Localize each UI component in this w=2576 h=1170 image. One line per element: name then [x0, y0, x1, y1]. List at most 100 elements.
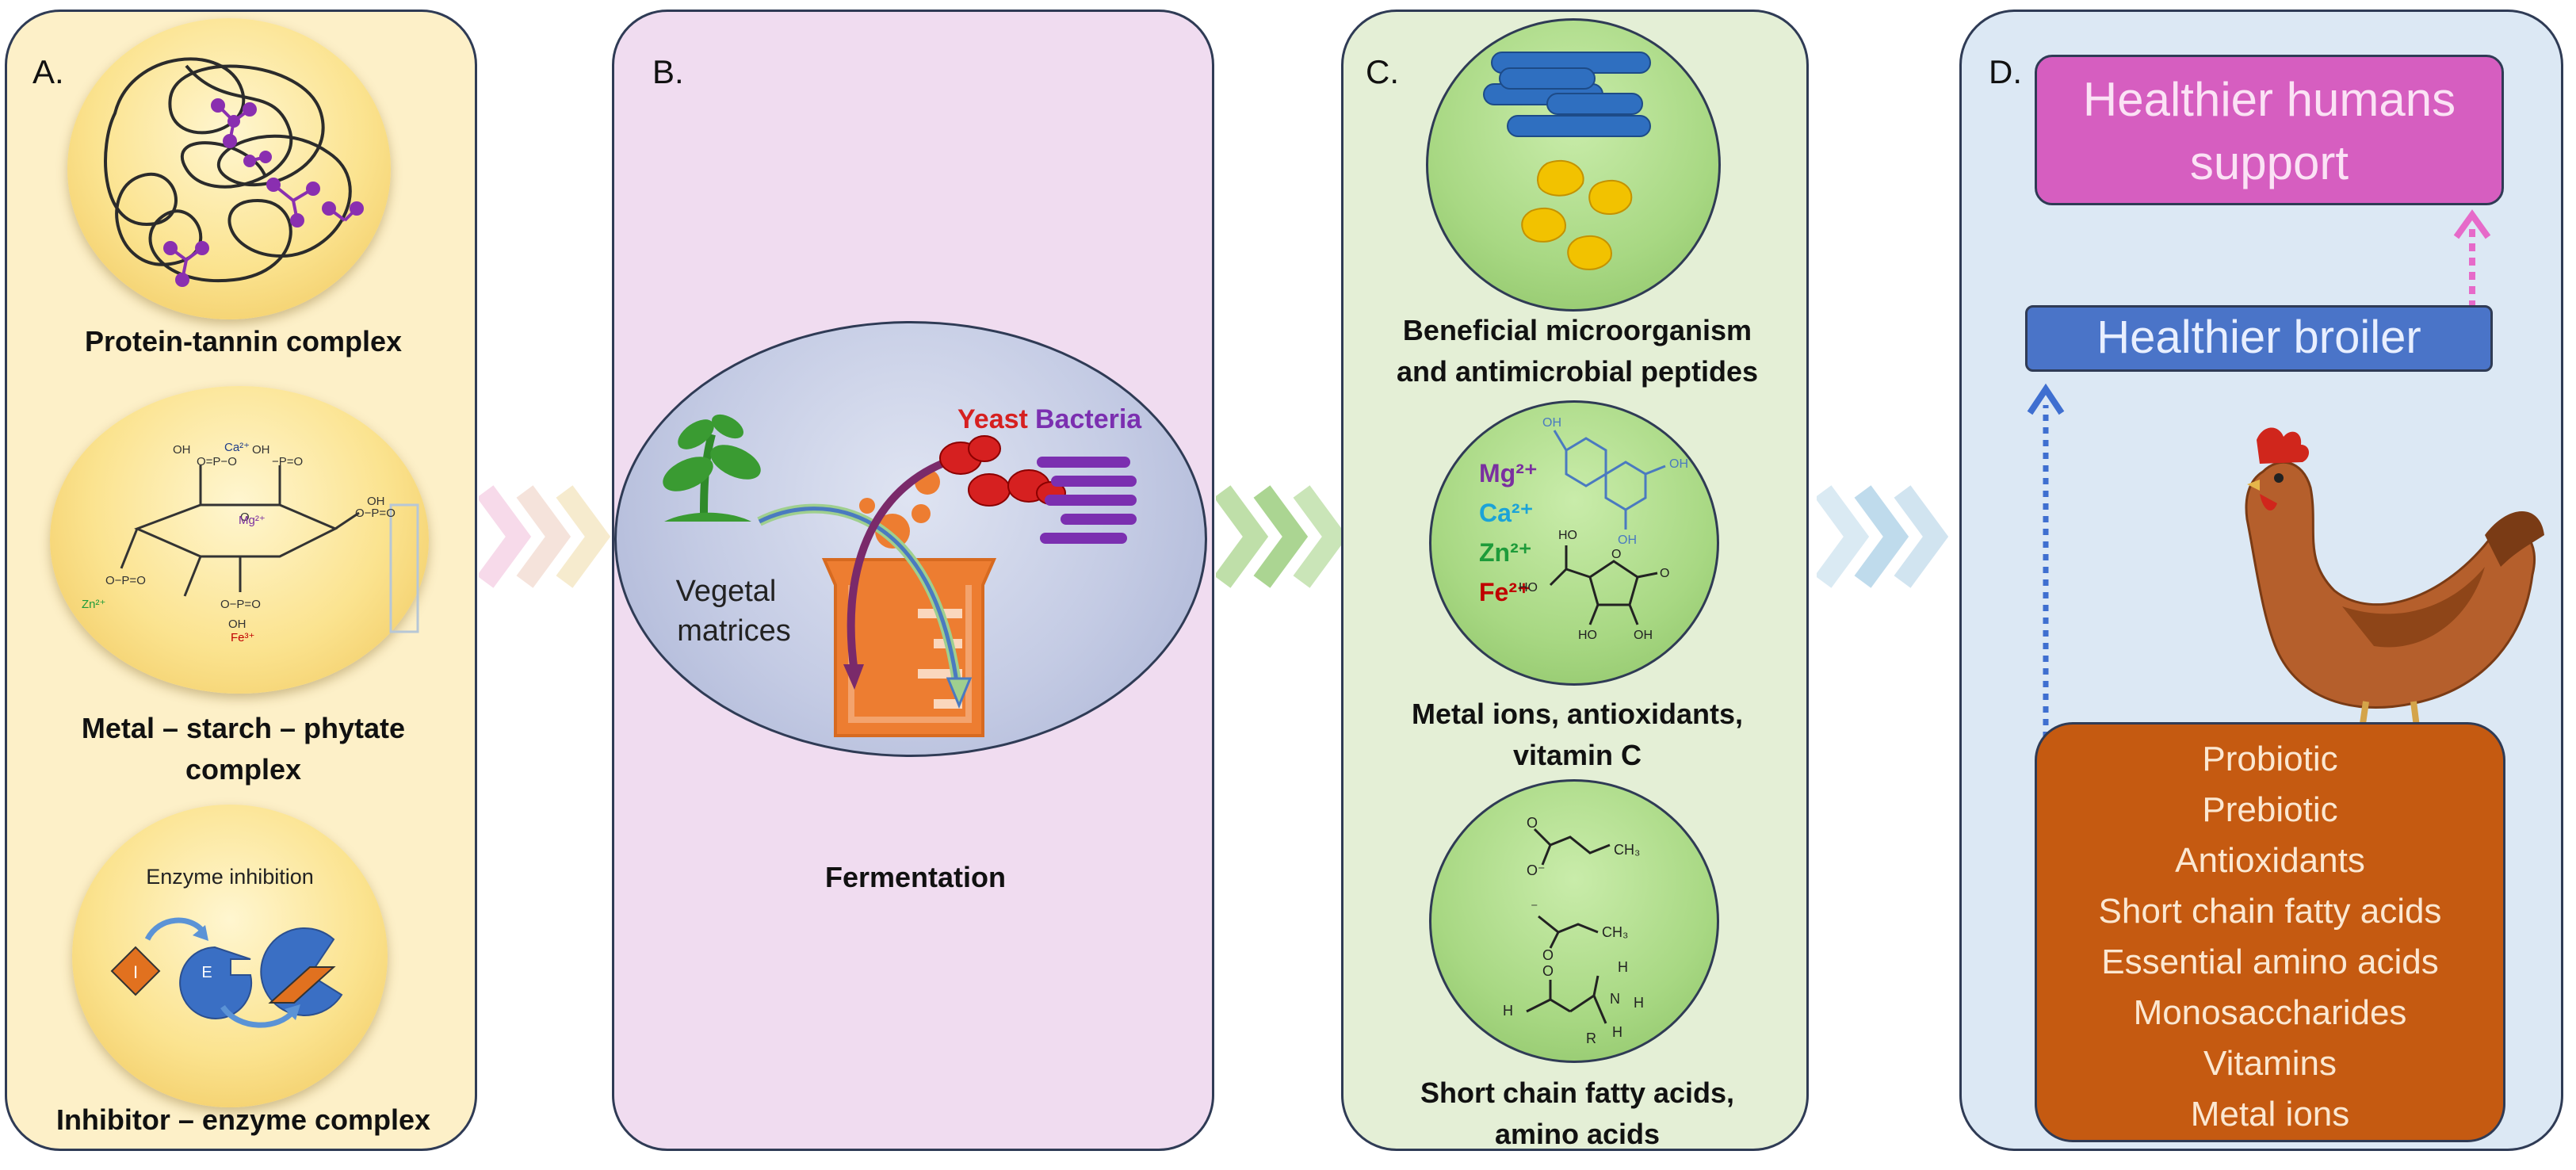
- microorganism-caption-line2: and antimicrobial peptides: [1396, 355, 1759, 388]
- svg-text:O−P=O: O−P=O: [355, 507, 396, 520]
- svg-text:O: O: [240, 510, 250, 524]
- svg-text:Zn²⁺: Zn²⁺: [82, 598, 105, 611]
- svg-text:R: R: [1586, 1030, 1596, 1046]
- svg-text:O−P=O: O−P=O: [220, 598, 261, 611]
- microorganism-icon: [1483, 52, 1651, 270]
- benefit-item: Probiotic: [2202, 740, 2338, 778]
- enzyme-caption: Inhibitor – enzyme complex: [55, 1103, 431, 1136]
- panel-a-letter: A.: [32, 53, 64, 90]
- svg-text:OH: OH: [367, 495, 385, 508]
- ascorbic-acid-icon: Mg²⁺ Ca²⁺ Zn²⁺ Fe²⁺ OH OH OH HO HO O O HO OH: [1479, 416, 1688, 642]
- panel-a: A. Protein-tannin complex: [5, 10, 477, 1151]
- benefit-item: Prebiotic: [2202, 790, 2338, 829]
- ion-fe: Fe²⁺: [1479, 578, 1531, 606]
- benefit-item: Essential amino acids: [2101, 942, 2439, 981]
- chevron-arrows-icon: [479, 485, 610, 588]
- microorganism-caption: Beneficial microorganism and antimicrobi…: [1343, 310, 1811, 392]
- svg-text:OH: OH: [1634, 629, 1653, 642]
- svg-text:O: O: [1611, 548, 1621, 561]
- svg-text:N: N: [1610, 991, 1620, 1007]
- svg-text:OH: OH: [228, 618, 247, 631]
- phytate-caption-line2: complex: [185, 753, 302, 786]
- svg-text:H: H: [1618, 959, 1628, 975]
- healthier-broiler-label: Healthier broiler: [2096, 312, 2421, 363]
- svg-text:HO: HO: [1558, 529, 1577, 542]
- scfa-caption: Short chain fatty acids, amino acids: [1343, 1072, 1811, 1155]
- enzyme-inhibition-icon: Enzyme inhibition I E: [110, 865, 343, 1028]
- enzyme-label: E: [201, 964, 212, 981]
- svg-text:H: H: [1612, 1024, 1622, 1040]
- healthier-broiler-box: Healthier broiler: [2025, 305, 2493, 372]
- svg-text:H: H: [1503, 1003, 1513, 1019]
- protein-tannin-icon: [104, 57, 364, 287]
- protein-tannin-caption: Protein-tannin complex: [84, 325, 403, 358]
- svg-text:OH: OH: [1669, 457, 1688, 471]
- ion-zn: Zn²⁺: [1479, 538, 1532, 567]
- svg-text:Fe³⁺: Fe³⁺: [231, 631, 254, 644]
- healthier-humans-box: Healthier humans support: [2035, 55, 2504, 205]
- arrow-up-blue-icon: [2027, 383, 2065, 1055]
- svg-text:OH: OH: [1542, 416, 1561, 430]
- fermentation-caption: Fermentation: [824, 861, 1007, 893]
- svg-text:HO: HO: [1519, 581, 1538, 595]
- svg-text:O: O: [1542, 947, 1554, 963]
- microorganism-caption-line1: Beneficial microorganism: [1402, 314, 1752, 346]
- svg-text:CH₃: CH₃: [1602, 924, 1628, 940]
- plant-icon: [663, 414, 761, 522]
- healthier-humans-line1: Healthier humans: [2082, 73, 2456, 126]
- bacteria-label: Bacteria: [1035, 404, 1142, 434]
- fermentation-illustration: Vegetal matrices: [663, 404, 1142, 737]
- benefit-item: Antioxidants: [2175, 841, 2365, 880]
- svg-text:OH: OH: [252, 443, 270, 457]
- protein-tannin-circle: [67, 18, 391, 319]
- metal-ions-caption: Metal ions, antioxidants, vitamin C: [1343, 694, 1811, 776]
- benefit-item: Short chain fatty acids: [2098, 892, 2442, 931]
- benefit-item: Metal ions: [2190, 1095, 2350, 1134]
- chevron-arrows-icon: [1817, 485, 1948, 588]
- panel-c-letter: C.: [1366, 53, 1399, 90]
- yeast-icon: [939, 435, 1066, 507]
- panel-c: C. Beneficial microorganism and antimicr…: [1341, 10, 1809, 1151]
- benefit-item: Monosaccharides: [2133, 993, 2407, 1032]
- vegetal-label-line1: Vegetal: [676, 575, 777, 608]
- metal-ions-caption-line1: Metal ions, antioxidants,: [1411, 698, 1744, 730]
- phytate-caption: Metal – starch – phytate complex: [7, 708, 480, 790]
- svg-text:⁻: ⁻: [1531, 900, 1538, 916]
- svg-text:CH₃: CH₃: [1614, 842, 1640, 858]
- healthier-humans-line2: support: [2189, 136, 2349, 189]
- ion-mg: Mg²⁺: [1479, 459, 1538, 488]
- metal-ions-caption-line2: vitamin C: [1512, 739, 1642, 771]
- phytate-caption-line1: Metal – starch – phytate: [81, 712, 406, 744]
- svg-text:H: H: [1634, 995, 1644, 1011]
- enzyme-circle: Enzyme inhibition I E: [72, 805, 388, 1107]
- metal-ions-circle: Mg²⁺ Ca²⁺ Zn²⁺ Fe²⁺ OH OH OH HO HO O O HO OH: [1429, 400, 1719, 686]
- panel-d: D. Healthier humans support Healthier br…: [1959, 10, 2563, 1151]
- inhibitor-label: I: [133, 962, 138, 982]
- bacteria-icon: [1037, 457, 1137, 544]
- microorganism-circle: [1426, 18, 1721, 312]
- benefits-box: Probiotic Prebiotic Antioxidants Short c…: [2035, 722, 2505, 1142]
- panel-b-letter: B.: [652, 53, 684, 90]
- svg-text:OH: OH: [1618, 533, 1637, 547]
- vegetal-label-line2: matrices: [677, 614, 791, 648]
- fermentation-circle: Vegetal matrices: [614, 321, 1207, 757]
- svg-text:O: O: [1527, 815, 1538, 831]
- panel-b: B. Vegetal matrices: [612, 10, 1214, 1151]
- yeast-label: Yeast: [957, 404, 1028, 434]
- scfa-caption-line2: amino acids: [1494, 1118, 1661, 1150]
- svg-text:HO: HO: [1578, 629, 1597, 642]
- arrow-up-pink-icon: [2453, 209, 2491, 308]
- chevron-arrows-icon: [1216, 485, 1347, 588]
- ion-ca: Ca²⁺: [1479, 499, 1533, 527]
- svg-text:O: O: [1660, 567, 1669, 580]
- svg-text:OH: OH: [173, 443, 191, 457]
- svg-text:O: O: [1542, 963, 1554, 979]
- svg-text:Mg²⁺: Mg²⁺: [239, 514, 266, 527]
- enzyme-inhibition-title: Enzyme inhibition: [146, 865, 314, 889]
- svg-text:Ca²⁺: Ca²⁺: [224, 441, 250, 454]
- scfa-caption-line1: Short chain fatty acids,: [1420, 1076, 1735, 1109]
- svg-text:−P=O: −P=O: [272, 455, 303, 468]
